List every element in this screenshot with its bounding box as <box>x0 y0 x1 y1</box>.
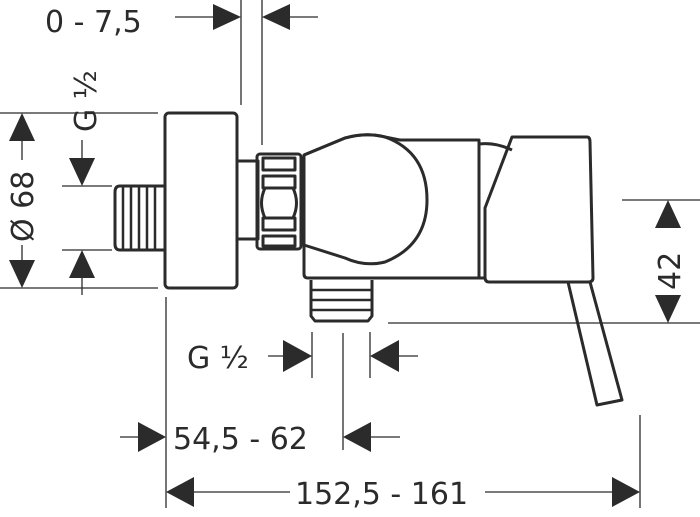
union-nut <box>255 152 303 251</box>
connector-stub <box>235 159 260 241</box>
arrow-left-icon <box>343 422 371 452</box>
dimension-offset: 0 - 7,5 <box>45 0 318 145</box>
dimension-height: 42 <box>388 199 700 324</box>
arrow-right-icon <box>612 477 640 507</box>
arrow-right-icon <box>138 422 166 452</box>
arrow-up-icon <box>9 113 35 141</box>
inlet-threaded-pipe <box>113 184 165 252</box>
arrow-left-icon <box>262 4 290 30</box>
arrow-up-icon <box>69 250 95 278</box>
dim-diameter-label: Ø 68 <box>6 171 41 242</box>
dim-inlet-thread-label: G ½ <box>69 70 104 132</box>
outlet-threaded-pipe <box>309 280 374 323</box>
dim-outlet-thread-label: G ½ <box>187 341 249 376</box>
dimension-outlet-thread: G ½ <box>187 332 418 450</box>
valve-outline <box>113 111 624 407</box>
dim-offset-label: 0 - 7,5 <box>45 5 142 40</box>
dim-projection-label: 54,5 - 62 <box>173 422 308 457</box>
arrow-right-icon <box>283 340 312 372</box>
dimension-total-length: 152,5 - 161 <box>166 415 641 512</box>
mixer-lever[interactable] <box>566 281 624 407</box>
wall-flange <box>163 111 239 290</box>
arrow-left-icon <box>370 340 399 372</box>
arrow-down-icon <box>9 260 35 288</box>
arrow-up-icon <box>655 200 681 228</box>
arrow-left-icon <box>166 477 194 507</box>
dimension-inlet-thread: G ½ <box>62 70 112 295</box>
arrow-right-icon <box>213 4 241 30</box>
dimension-projection: 54,5 - 62 <box>120 297 400 508</box>
dim-total-length-label: 152,5 - 161 <box>295 477 468 512</box>
dimension-diameter: Ø 68 <box>0 112 158 289</box>
arrow-down-icon <box>655 295 681 323</box>
arrow-down-icon <box>69 158 95 186</box>
valve-body <box>302 133 513 280</box>
lever-housing <box>483 135 595 284</box>
dim-height-label: 42 <box>653 252 688 290</box>
